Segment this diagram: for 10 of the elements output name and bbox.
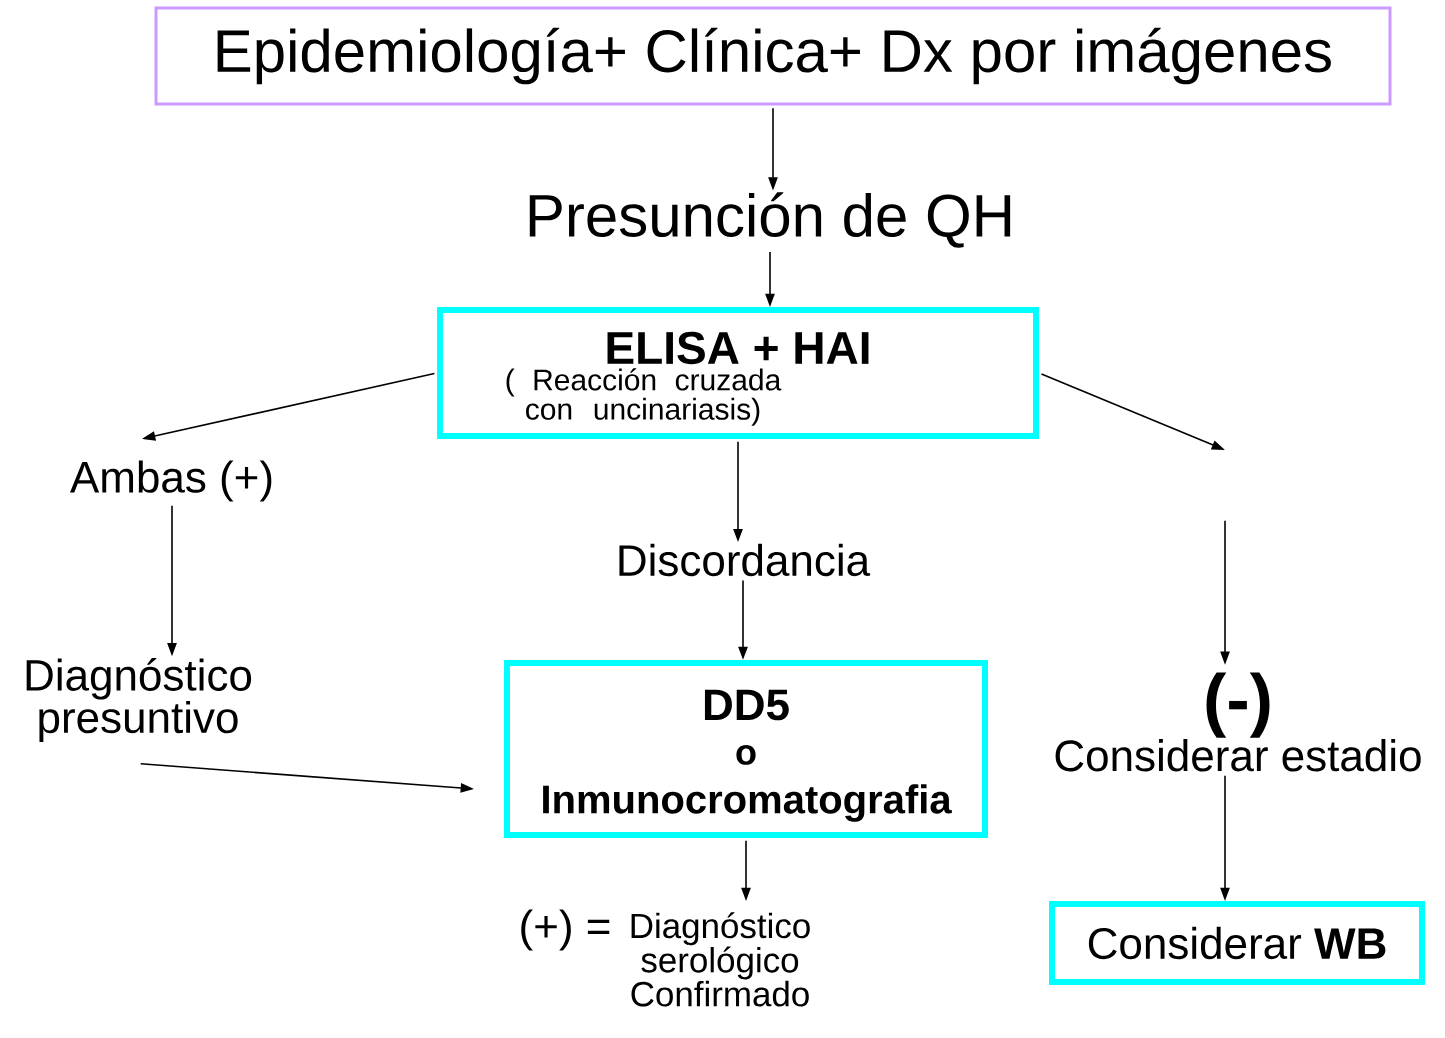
process-box: ELISA + HAI ( Reacción cruzada con uncinariasis) xyxy=(437,307,1039,439)
flow-text: Presunción de QH xyxy=(529,192,1011,248)
process-box: DD5 o Inmunocromatografia xyxy=(504,660,988,838)
process-box: Epidemiología+ Clínica+ Dx por imágenes xyxy=(154,6,1392,106)
flow-text: (+) = Diagnóstico serológico Confirmado xyxy=(521,909,810,1007)
flow-text: (-) Considerar estadio xyxy=(1055,672,1421,772)
process-box: Considerar WB xyxy=(1049,901,1425,985)
flow-text: Diagnóstico presuntivo xyxy=(26,658,252,742)
flow-text: Ambas (+) xyxy=(70,460,272,502)
flow-text: Discordancia xyxy=(619,543,871,577)
